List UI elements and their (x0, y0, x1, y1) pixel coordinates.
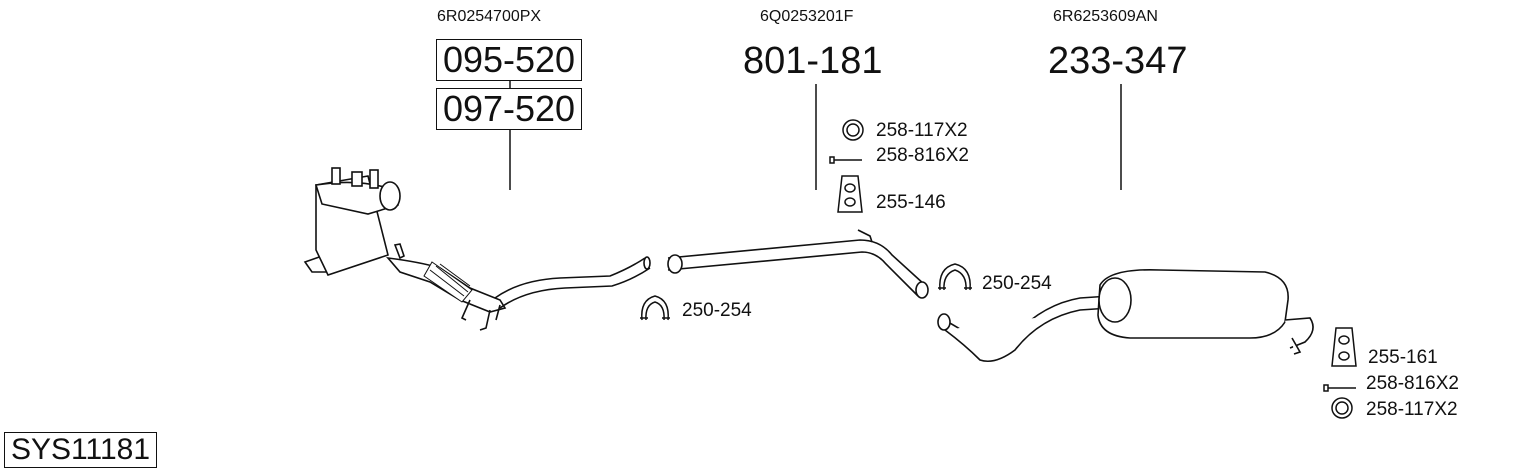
accessory-label-mount-lower[interactable]: 255-161 (1368, 347, 1438, 368)
accessory-label-clamp-left[interactable]: 250-254 (682, 300, 752, 321)
bolt-icon-upper (829, 156, 862, 164)
accessory-label-ring-lower[interactable]: 258-117X2 (1366, 399, 1458, 420)
part-number-box-097-520[interactable]: 097-520 (436, 88, 582, 130)
oe-number-rear-silencer: 6R6253609AN (1053, 8, 1158, 25)
part-number-box-095-520[interactable]: 095-520 (436, 39, 582, 81)
dpf-catalyst-part (303, 167, 507, 331)
oe-number-dpf: 6R0254700PX (437, 8, 542, 25)
accessory-label-clamp-right[interactable]: 250-254 (982, 273, 1052, 294)
part-number-middle-pipe[interactable]: 801-181 (743, 40, 883, 82)
front-pipe (494, 256, 651, 309)
system-code-label: SYS11181 (4, 432, 157, 468)
sealing-ring-icon-lower (1331, 397, 1353, 419)
rear-silencer (937, 268, 1314, 363)
rubber-mount-icon-upper (837, 175, 863, 213)
accessory-label-mount-upper[interactable]: 255-146 (876, 192, 946, 213)
clamp-icon-left (640, 295, 670, 321)
accessory-label-ring-upper[interactable]: 258-117X2 (876, 120, 968, 141)
rubber-mount-icon-lower (1331, 327, 1357, 367)
oe-number-middle-pipe: 6Q0253201F (760, 8, 854, 25)
part-number-rear-silencer[interactable]: 233-347 (1048, 40, 1188, 82)
accessory-label-bolt-upper[interactable]: 258-816X2 (876, 145, 969, 166)
sealing-ring-icon-upper (842, 119, 864, 141)
bolt-icon-lower (1323, 384, 1356, 392)
accessory-label-bolt-lower[interactable]: 258-816X2 (1366, 373, 1459, 394)
middle-pipe (667, 229, 929, 299)
clamp-icon-right (938, 263, 972, 291)
